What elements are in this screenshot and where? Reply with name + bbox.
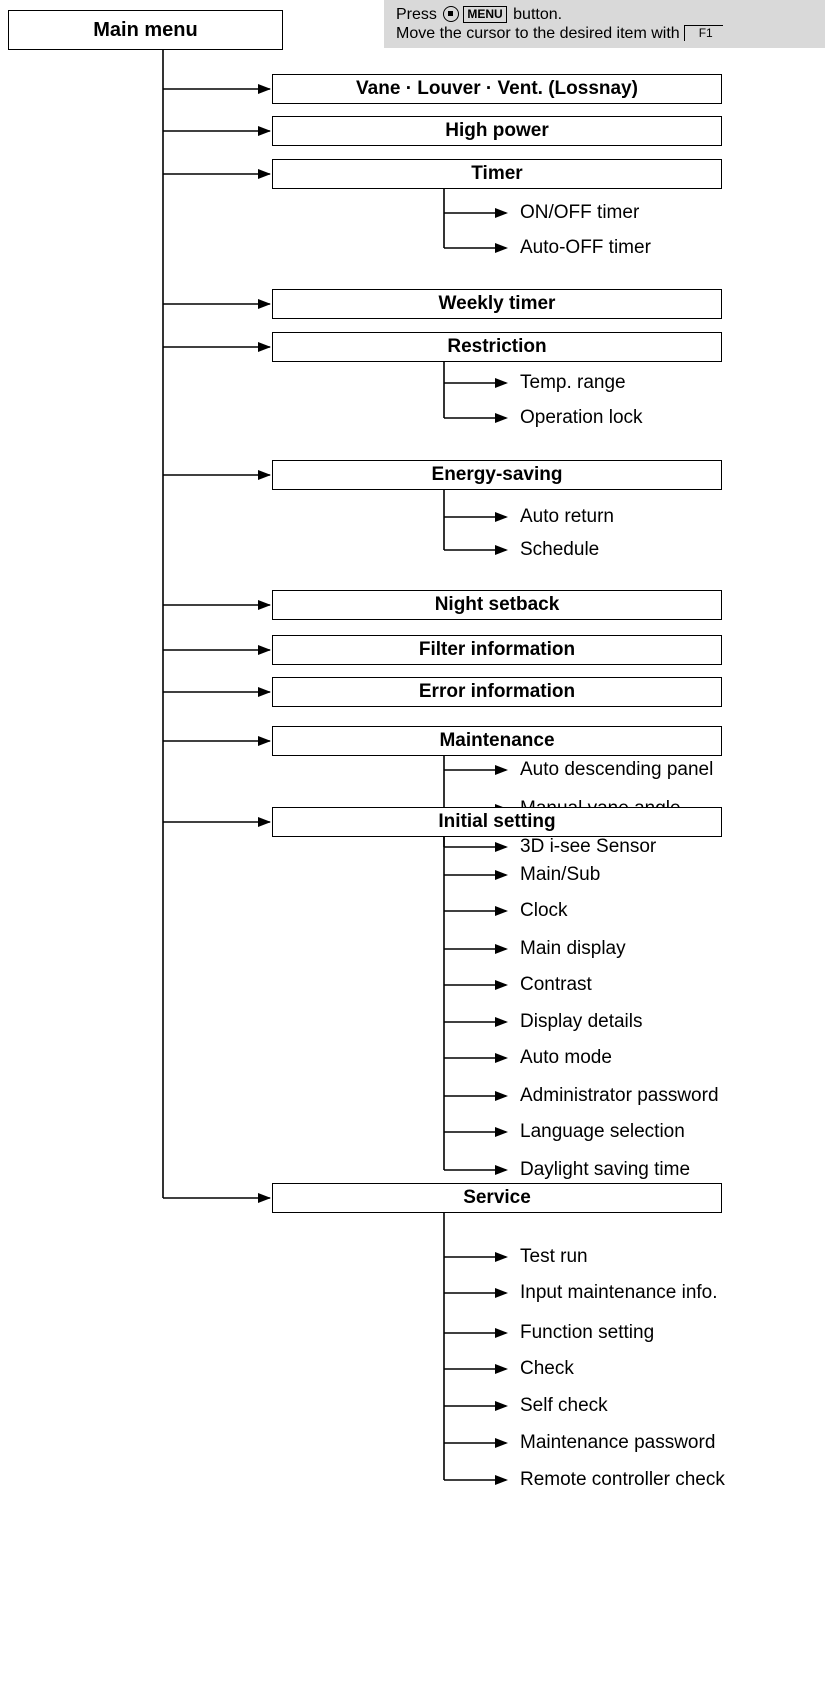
restriction-sub-item: Temp. range [520,372,626,393]
initial_setting-sub-arrowhead [495,980,508,990]
timer-box: Timer [272,159,722,189]
restriction-sub-arrowhead [495,413,508,423]
service-sub-arrowhead [495,1438,508,1448]
service-sub-arrowhead [495,1364,508,1374]
service-sub-arrowhead [495,1252,508,1262]
f1-key-label: F1 [683,25,723,41]
main-menu-box: Main menu [8,10,283,50]
instruction-line-2: Move the cursor to the desired item with… [396,24,825,43]
weekly-timer-box: Weekly timer [272,289,722,319]
restriction-box: Restriction [272,332,722,362]
energy_saving-arrowhead [258,470,271,480]
initial-setting-sub-item: Daylight saving time [520,1159,691,1180]
service-sub-item: Test run [520,1246,588,1267]
instruction-press: Press [396,6,437,23]
initial-setting-sub-item: Display details [520,1011,643,1032]
filter_info-arrowhead [258,645,271,655]
night-setback-box: Night setback [272,590,722,620]
initial-setting-sub-item: Administrator password [520,1085,719,1106]
timer-sub-arrowhead [495,208,508,218]
night_setback-arrowhead [258,600,271,610]
instruction-line-1: Press MENU button. [396,5,825,24]
initial-setting-sub-item: Clock [520,900,568,921]
initial_setting-sub-arrowhead [495,1053,508,1063]
service-sub-arrowhead [495,1475,508,1485]
service-sub-arrowhead [495,1288,508,1298]
initial_setting-sub-arrowhead [495,906,508,916]
initial-setting-sub-item: Contrast [520,974,592,995]
energy_saving-sub-arrowhead [495,512,508,522]
initial-setting-sub-item: Main display [520,938,626,959]
energy-saving-sub-item: Schedule [520,539,600,560]
timer-sub-item: ON/OFF timer [520,202,640,223]
error_info-arrowhead [258,687,271,697]
energy_saving-sub-arrowhead [495,545,508,555]
initial_setting-sub-arrowhead [495,1165,508,1175]
high-power-box: High power [272,116,722,146]
service-sub-item: Input maintenance info. [520,1282,718,1303]
maintenance-sub-item: 3D i-see Sensor [520,836,657,857]
filter-info-box: Filter information [272,635,722,665]
service-sub-item: Remote controller check [520,1469,725,1490]
service-arrowhead [258,1193,271,1203]
service-box: Service [272,1183,722,1213]
initial_setting-sub-arrowhead [495,1091,508,1101]
initial-setting-box: Initial setting [272,807,722,837]
service-sub-arrowhead [495,1401,508,1411]
maintenance-sub-item: Auto descending panel [520,759,714,780]
service-sub-item: Check [520,1358,574,1379]
energy-saving-sub-item: Auto return [520,506,614,527]
maintenance-arrowhead [258,736,271,746]
initial_setting-arrowhead [258,817,271,827]
service-sub-arrowhead [495,1328,508,1338]
initial_setting-sub-arrowhead [495,1127,508,1137]
timer-sub-arrowhead [495,243,508,253]
restriction-sub-arrowhead [495,378,508,388]
service-sub-item: Function setting [520,1322,655,1343]
initial_setting-sub-arrowhead [495,870,508,880]
restriction-sub-item: Operation lock [520,407,643,428]
weekly_timer-arrowhead [258,299,271,309]
timer-arrowhead [258,169,271,179]
high_power-arrowhead [258,126,271,136]
maintenance-box: Maintenance [272,726,722,756]
energy-saving-box: Energy-saving [272,460,722,490]
initial_setting-sub-arrowhead [495,944,508,954]
vane-arrowhead [258,84,271,94]
service-sub-item: Maintenance password [520,1432,716,1453]
error-info-box: Error information [272,677,722,707]
initial_setting-sub-arrowhead [495,1017,508,1027]
vane-box: Vane · Louver · Vent. (Lossnay) [272,74,722,104]
instruction-note: Press MENU button. Move the cursor to th… [384,0,825,48]
service-sub-item: Self check [520,1395,608,1416]
instruction-button: button. [513,6,563,23]
menu-key-label: MENU [463,6,507,23]
timer-sub-item: Auto-OFF timer [520,237,651,258]
initial-setting-sub-item: Main/Sub [520,864,601,885]
maintenance-sub-arrowhead [495,765,508,775]
instruction-move: Move the cursor to the desired item with [396,25,680,42]
restriction-arrowhead [258,342,271,352]
maintenance-sub-arrowhead [495,842,508,852]
initial-setting-sub-item: Auto mode [520,1047,612,1068]
menu-button-icon [443,6,460,22]
initial-setting-sub-item: Language selection [520,1121,685,1142]
